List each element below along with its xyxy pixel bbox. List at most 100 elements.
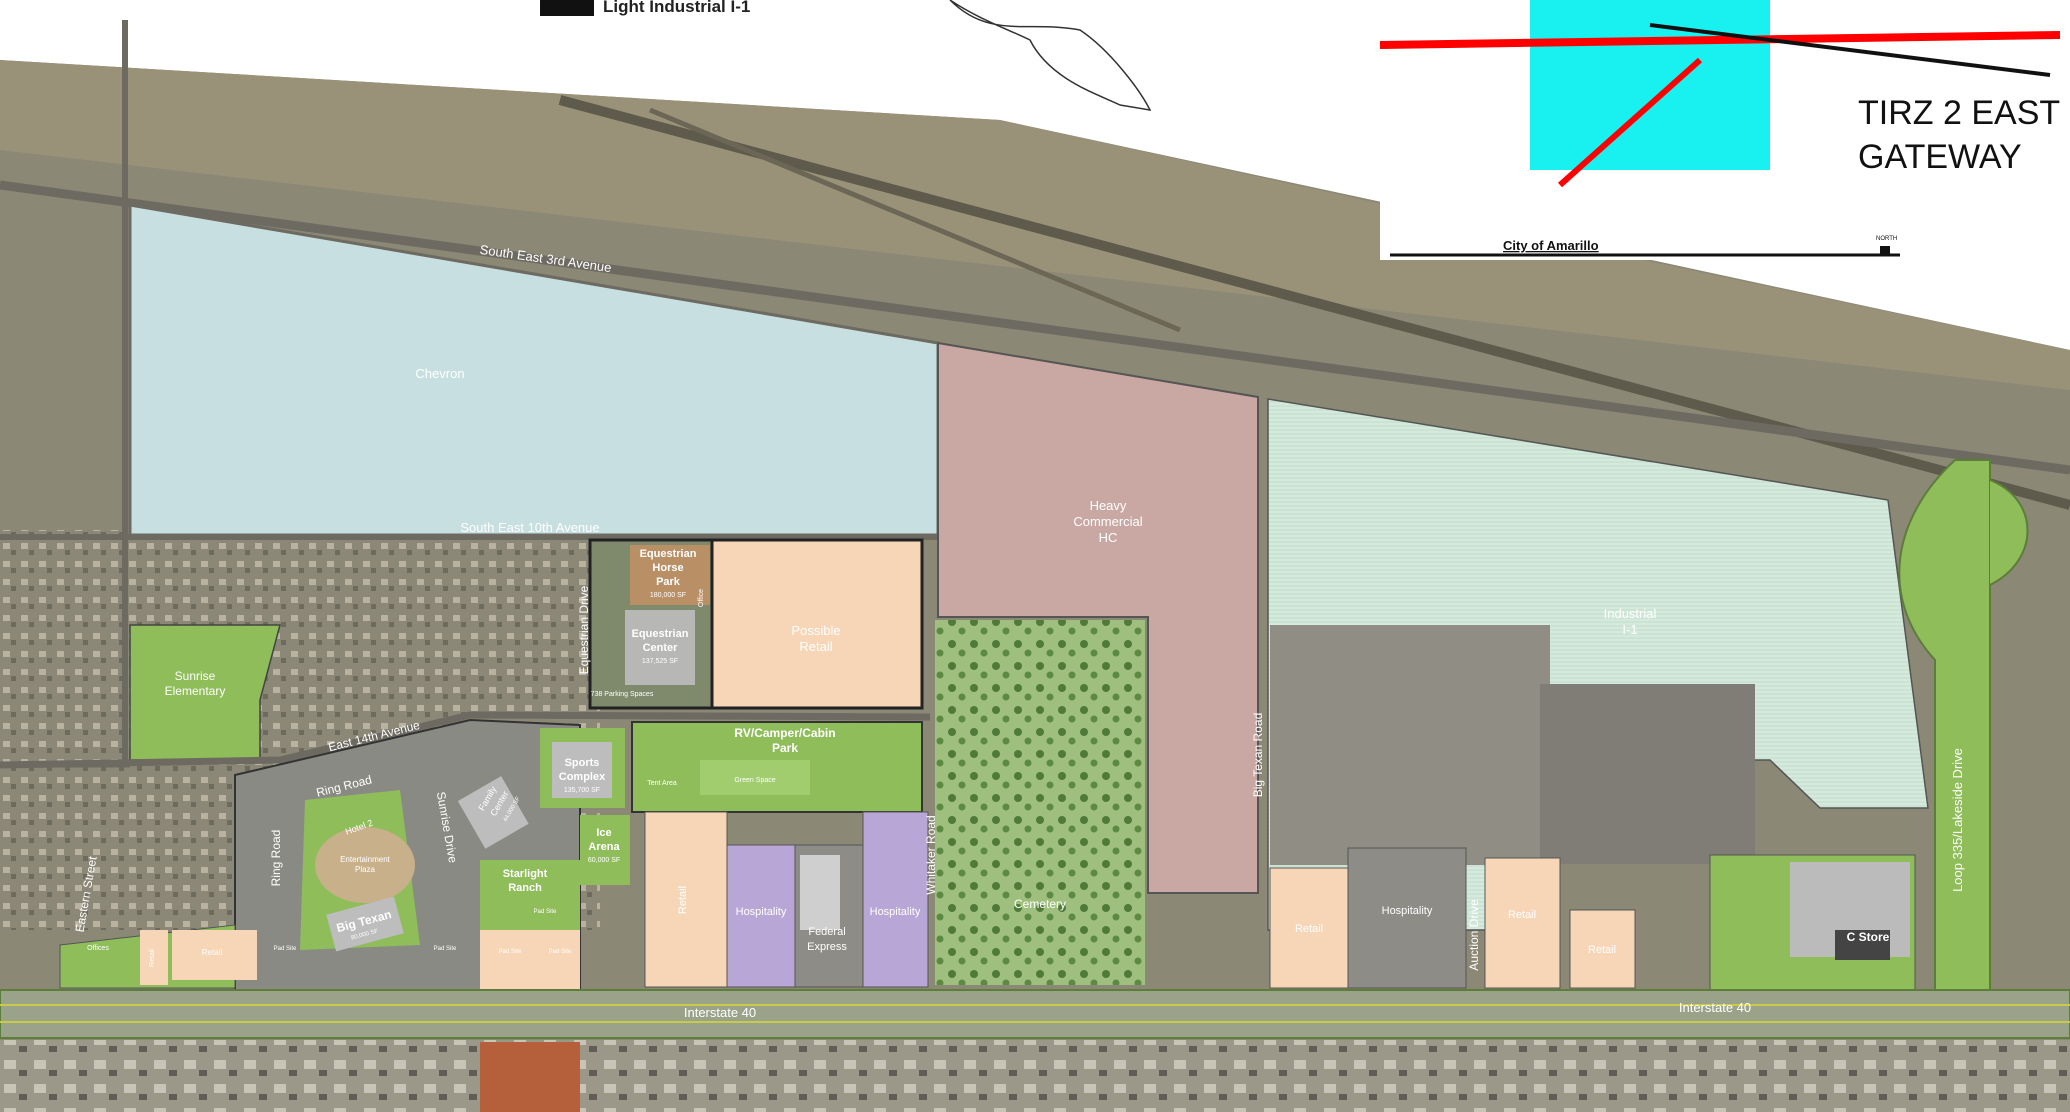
north-arrow-marker — [1880, 246, 1890, 256]
label-entertainment-plaza-2: Plaza — [355, 865, 376, 874]
label-green-space: Green Space — [734, 777, 775, 784]
label-ice-arena-2: Arena — [588, 841, 620, 853]
texas-outline — [949, 0, 1152, 111]
inset-north-label: NORTH — [1876, 236, 1897, 242]
equestrian-center-building — [625, 610, 695, 685]
label-ring-road-side: Ring Road — [269, 830, 283, 887]
south-red-lot — [480, 1042, 580, 1112]
south-aerial — [0, 1040, 2070, 1112]
label-industrial-1: Industrial — [1604, 606, 1657, 621]
label-rv-park-2: Park — [772, 741, 798, 755]
label-chevron: Chevron — [415, 366, 464, 381]
hospitality-parcel-2 — [862, 811, 929, 988]
label-horse-park-1: Equestrian — [640, 548, 697, 560]
legend-label: Light Industrial I-1 — [603, 0, 751, 16]
label-offices: Offices — [87, 945, 109, 952]
label-auction-drive: Auction Drive — [1467, 899, 1481, 971]
interstate-corridor — [0, 989, 2070, 1039]
label-possible-retail-1: Possible — [791, 623, 840, 638]
label-entertainment-plaza-1: Entertainment — [340, 855, 391, 864]
label-retail-3: Retail — [1508, 909, 1536, 921]
label-equestrian-drive: Equestrian Drive — [577, 585, 591, 674]
parcel-possible-retail — [710, 538, 924, 710]
ice-arena-area — [580, 815, 630, 885]
label-horse-park-2: Horse — [652, 562, 683, 574]
label-pad-site-starlight-2: Pad Site — [499, 949, 522, 955]
label-equestrian-center-sf: 137,525 SF — [642, 658, 678, 665]
inset-highway-diagonal — [1558, 57, 1702, 188]
label-federal-express-1: Federal — [808, 926, 845, 938]
label-horse-park-3: Park — [656, 576, 681, 588]
inset-cyan-city — [1530, 0, 1770, 170]
green-space-pad — [700, 760, 810, 795]
label-sports-complex-1: Sports — [565, 757, 600, 769]
label-ice-arena-1: Ice — [596, 827, 611, 839]
industrial-yard — [1270, 625, 1550, 865]
label-loop-335: Loop 335/Lakeside Drive — [1950, 748, 1965, 892]
label-big-texan-road: Big Texan Road — [1251, 713, 1265, 798]
label-hospitality-1: Hospitality — [736, 906, 787, 918]
entertainment-plaza-pad — [315, 827, 415, 903]
label-interstate-west: Interstate 40 — [684, 1005, 756, 1020]
retail-parcel-3 — [1484, 857, 1561, 989]
label-industrial-2: I-1 — [1622, 622, 1637, 637]
road-se-3rd — [0, 180, 2070, 475]
loop-ramp-east — [1989, 479, 2029, 586]
horse-park-pad — [630, 545, 710, 605]
label-starlight-ranch-1: Starlight — [503, 868, 548, 880]
sports-complex-building — [552, 742, 612, 798]
big-texan-building — [326, 896, 404, 952]
cemetery-area — [935, 620, 1145, 985]
inset-title-line1: TIRZ 2 EAST — [1858, 94, 2060, 132]
label-heavy-commercial-1: Heavy — [1090, 498, 1127, 513]
label-possible-retail-2: Retail — [799, 639, 832, 654]
label-heavy-commercial-2: Commercial — [1073, 514, 1142, 529]
label-pad-site-starlight: Pad Site — [534, 909, 557, 915]
label-retail-1: Retail — [677, 886, 689, 914]
label-pad-site-central-2: Pad Site — [434, 946, 457, 952]
family-center-building — [457, 776, 529, 849]
railroad-spur — [649, 107, 1181, 333]
parcel-sunrise-elementary — [129, 624, 281, 761]
label-hospitality-2: Hospitality — [870, 906, 921, 918]
parcel-heavy-commercial — [937, 341, 1259, 894]
starlight-ranch-area — [480, 860, 580, 930]
inset-rail — [1649, 23, 2051, 77]
label-parking-spaces: 738 Parking Spaces — [591, 691, 654, 698]
label-rv-park-1: RV/Camper/Cabin — [734, 726, 835, 740]
label-ice-arena-sf: 60,000 SF — [588, 857, 620, 864]
label-whitaker-road: Whitaker Road — [924, 815, 938, 894]
label-horse-park-sf: 180,000 SF — [650, 592, 686, 599]
label-interstate-east: Interstate 40 — [1679, 1000, 1751, 1015]
label-cemetery: Cemetery — [1014, 897, 1066, 911]
industrial-yard-east — [1540, 684, 1755, 864]
inset-city-label: City of Amarillo — [1503, 238, 1599, 253]
road-east-14th — [0, 711, 931, 769]
label-retail-4: Retail — [1588, 944, 1616, 956]
retail-parcel-1 — [644, 811, 728, 988]
starlight-ranch-lower — [480, 930, 580, 990]
label-c-store: C Store — [1847, 930, 1890, 944]
label-federal-express-2: Express — [807, 941, 847, 953]
retail-west-a — [140, 930, 168, 985]
hospitality-parcel-3 — [1347, 847, 1467, 989]
c-store-building — [1835, 930, 1890, 960]
label-sunrise-elementary-1: Sunrise — [175, 669, 216, 683]
road-loop-335 — [1898, 459, 1991, 1011]
retail-west-b — [172, 930, 257, 980]
legend-swatch — [540, 0, 594, 16]
label-pad-site-central-1: Pad Site — [274, 946, 297, 952]
label-tent-area: Tent Area — [647, 780, 677, 787]
label-equestrian-center-2: Center — [643, 642, 679, 654]
label-retail-west-b: Retail — [202, 948, 223, 957]
label-sports-complex-2: Complex — [559, 771, 606, 783]
label-sports-complex-sf: 135,700 SF — [564, 787, 600, 794]
retail-parcel-2 — [1269, 867, 1349, 989]
hospitality-parcel-1 — [726, 844, 796, 988]
label-se-10th: South East 10th Avenue — [460, 520, 599, 535]
label-heavy-commercial-3: HC — [1099, 530, 1118, 545]
label-retail-west-a: Retail — [149, 949, 156, 967]
label-sunrise-elementary-2: Elementary — [165, 684, 226, 698]
